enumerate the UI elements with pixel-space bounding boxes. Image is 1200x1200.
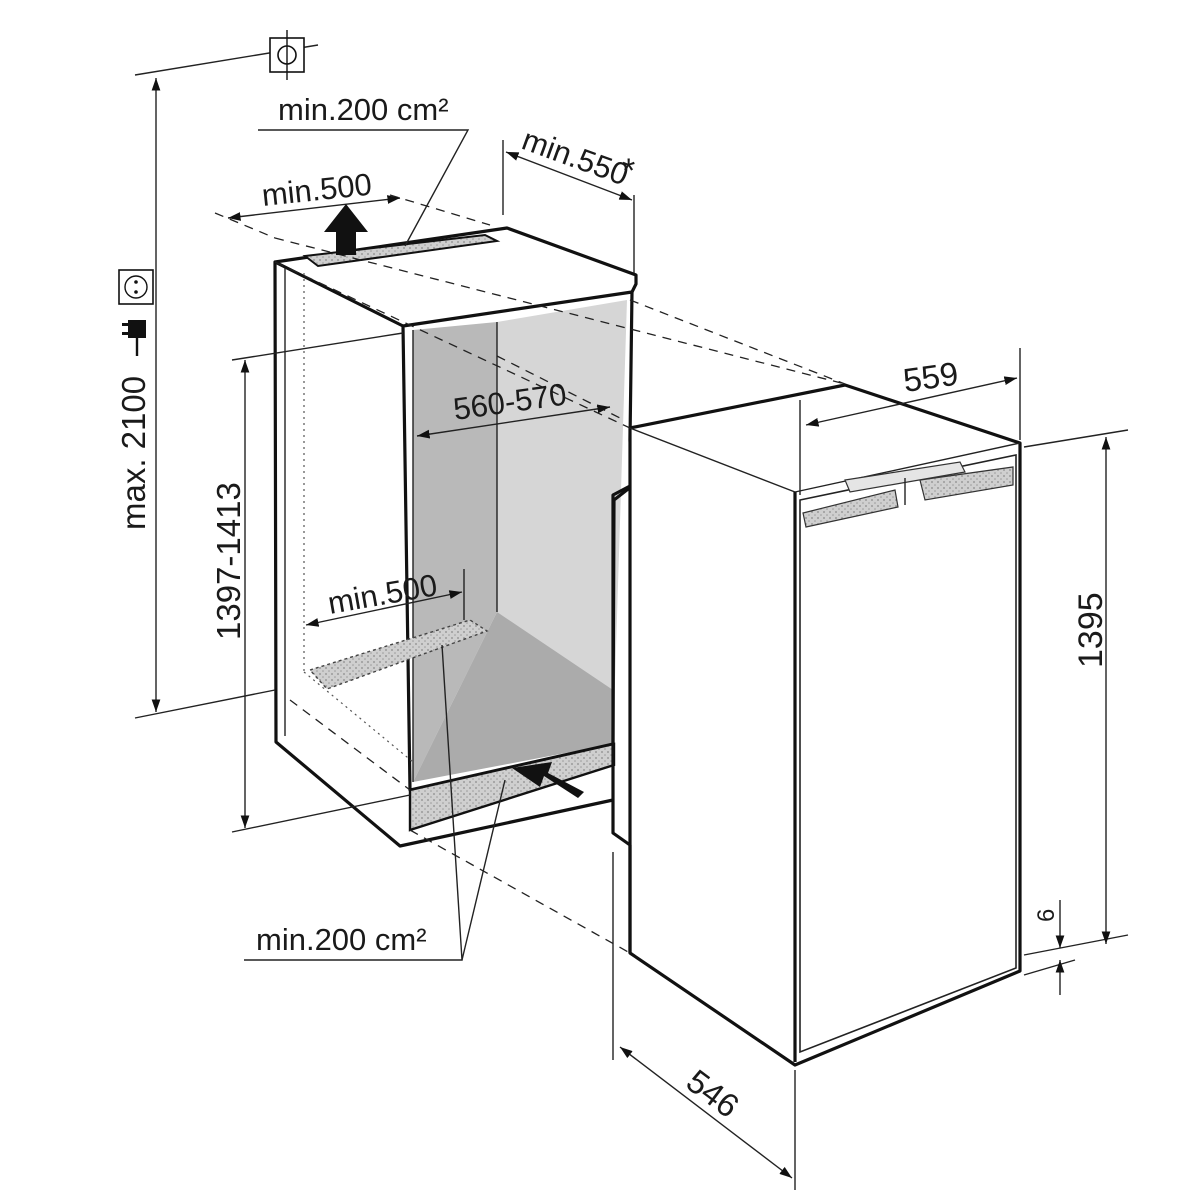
niche-cabinet	[273, 226, 638, 848]
refrigerator-appliance	[611, 383, 1022, 1067]
max-height-label: max. 2100	[115, 376, 152, 530]
niche-depth-footnote-mark: *	[622, 152, 635, 190]
top-vent-width-label: min.500	[260, 167, 373, 213]
door-top-grille-right	[919, 466, 1014, 501]
power-socket-icon	[118, 269, 154, 305]
ground-symbol-icon	[269, 30, 305, 80]
plinth-gap-label: 6	[1033, 909, 1060, 922]
niche-height-label: 1397-1413	[210, 482, 247, 640]
niche-floor	[413, 612, 613, 782]
appliance-door	[799, 454, 1017, 1054]
bottom-vent-area-label: min.200 cm²	[256, 922, 427, 957]
door-top-grille-left	[802, 489, 899, 528]
niche-depth-label: min.550	[518, 122, 634, 193]
appliance-width-label: 559	[901, 355, 961, 399]
dimension-lines	[134, 44, 1129, 1190]
top-vent-area-label: min.200 cm²	[278, 92, 449, 127]
air-flow-arrow-icon	[324, 204, 368, 255]
appliance-depth-label: 546	[680, 1062, 746, 1125]
projection-lines	[214, 194, 846, 954]
floor-vent-slot	[308, 619, 489, 690]
power-plug-icon	[122, 320, 146, 356]
appliance-height-label: 1395	[1072, 592, 1110, 668]
top-vent-grille	[302, 233, 501, 268]
air-flow-arrow-icon	[512, 762, 584, 798]
door-hinge-bracket	[844, 461, 966, 493]
